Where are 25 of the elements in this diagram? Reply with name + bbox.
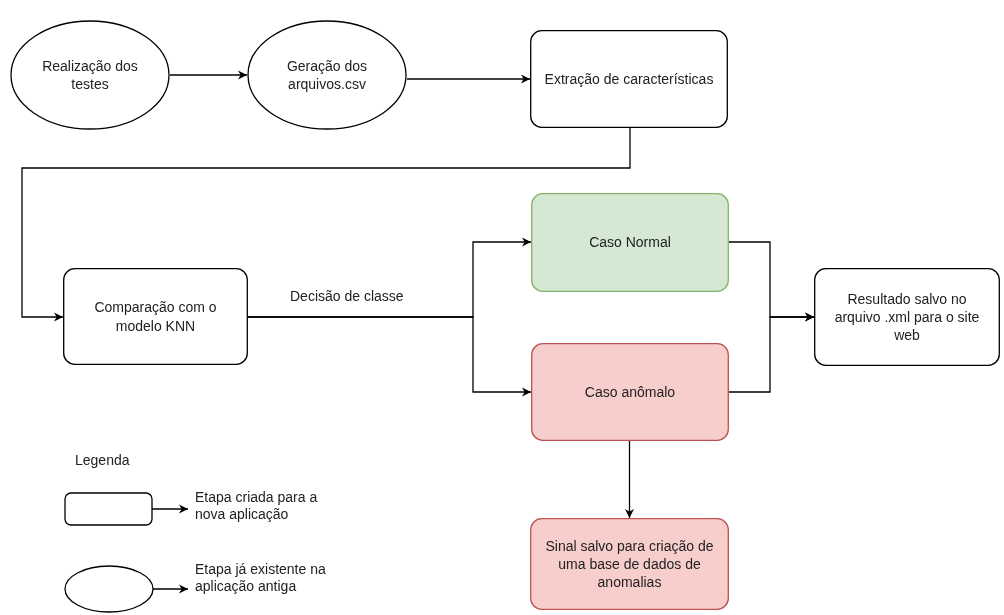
- arrow: [247, 316, 532, 397]
- process-box: [531, 343, 729, 441]
- node-label: Caso Normal: [588, 233, 672, 252]
- node-label: Caso anômalo: [583, 382, 677, 402]
- node-label: Sinal salvo para criação de uma base de dados de anomalias: [544, 536, 715, 592]
- arrow: [624, 440, 635, 519]
- arrow: [169, 70, 248, 80]
- process-box: [530, 30, 728, 128]
- process-box: [531, 193, 729, 292]
- arrow: [21, 127, 631, 322]
- node-label: Realização dos testes: [41, 56, 139, 94]
- process-box: [530, 518, 729, 610]
- node-label: Resultado salvo no arquivo .xml para o site web: [833, 289, 981, 345]
- node-label: Comparação com o modelo KNN: [93, 298, 218, 335]
- node-label: Extração de características: [543, 69, 715, 89]
- ellipse-node: [10, 20, 170, 130]
- process-box: [814, 268, 1000, 366]
- legend-label: Etapa já existente na aplicação antiga: [195, 561, 327, 595]
- arrow: [406, 74, 531, 84]
- arrow: [728, 312, 815, 393]
- process-box: [63, 268, 248, 365]
- legend-label: Etapa criada para a nova aplicação: [195, 489, 319, 523]
- node-label: Geração dos arquivos.csv: [285, 56, 369, 94]
- legend-title: Legenda: [75, 452, 130, 468]
- ellipse-node: [247, 20, 407, 130]
